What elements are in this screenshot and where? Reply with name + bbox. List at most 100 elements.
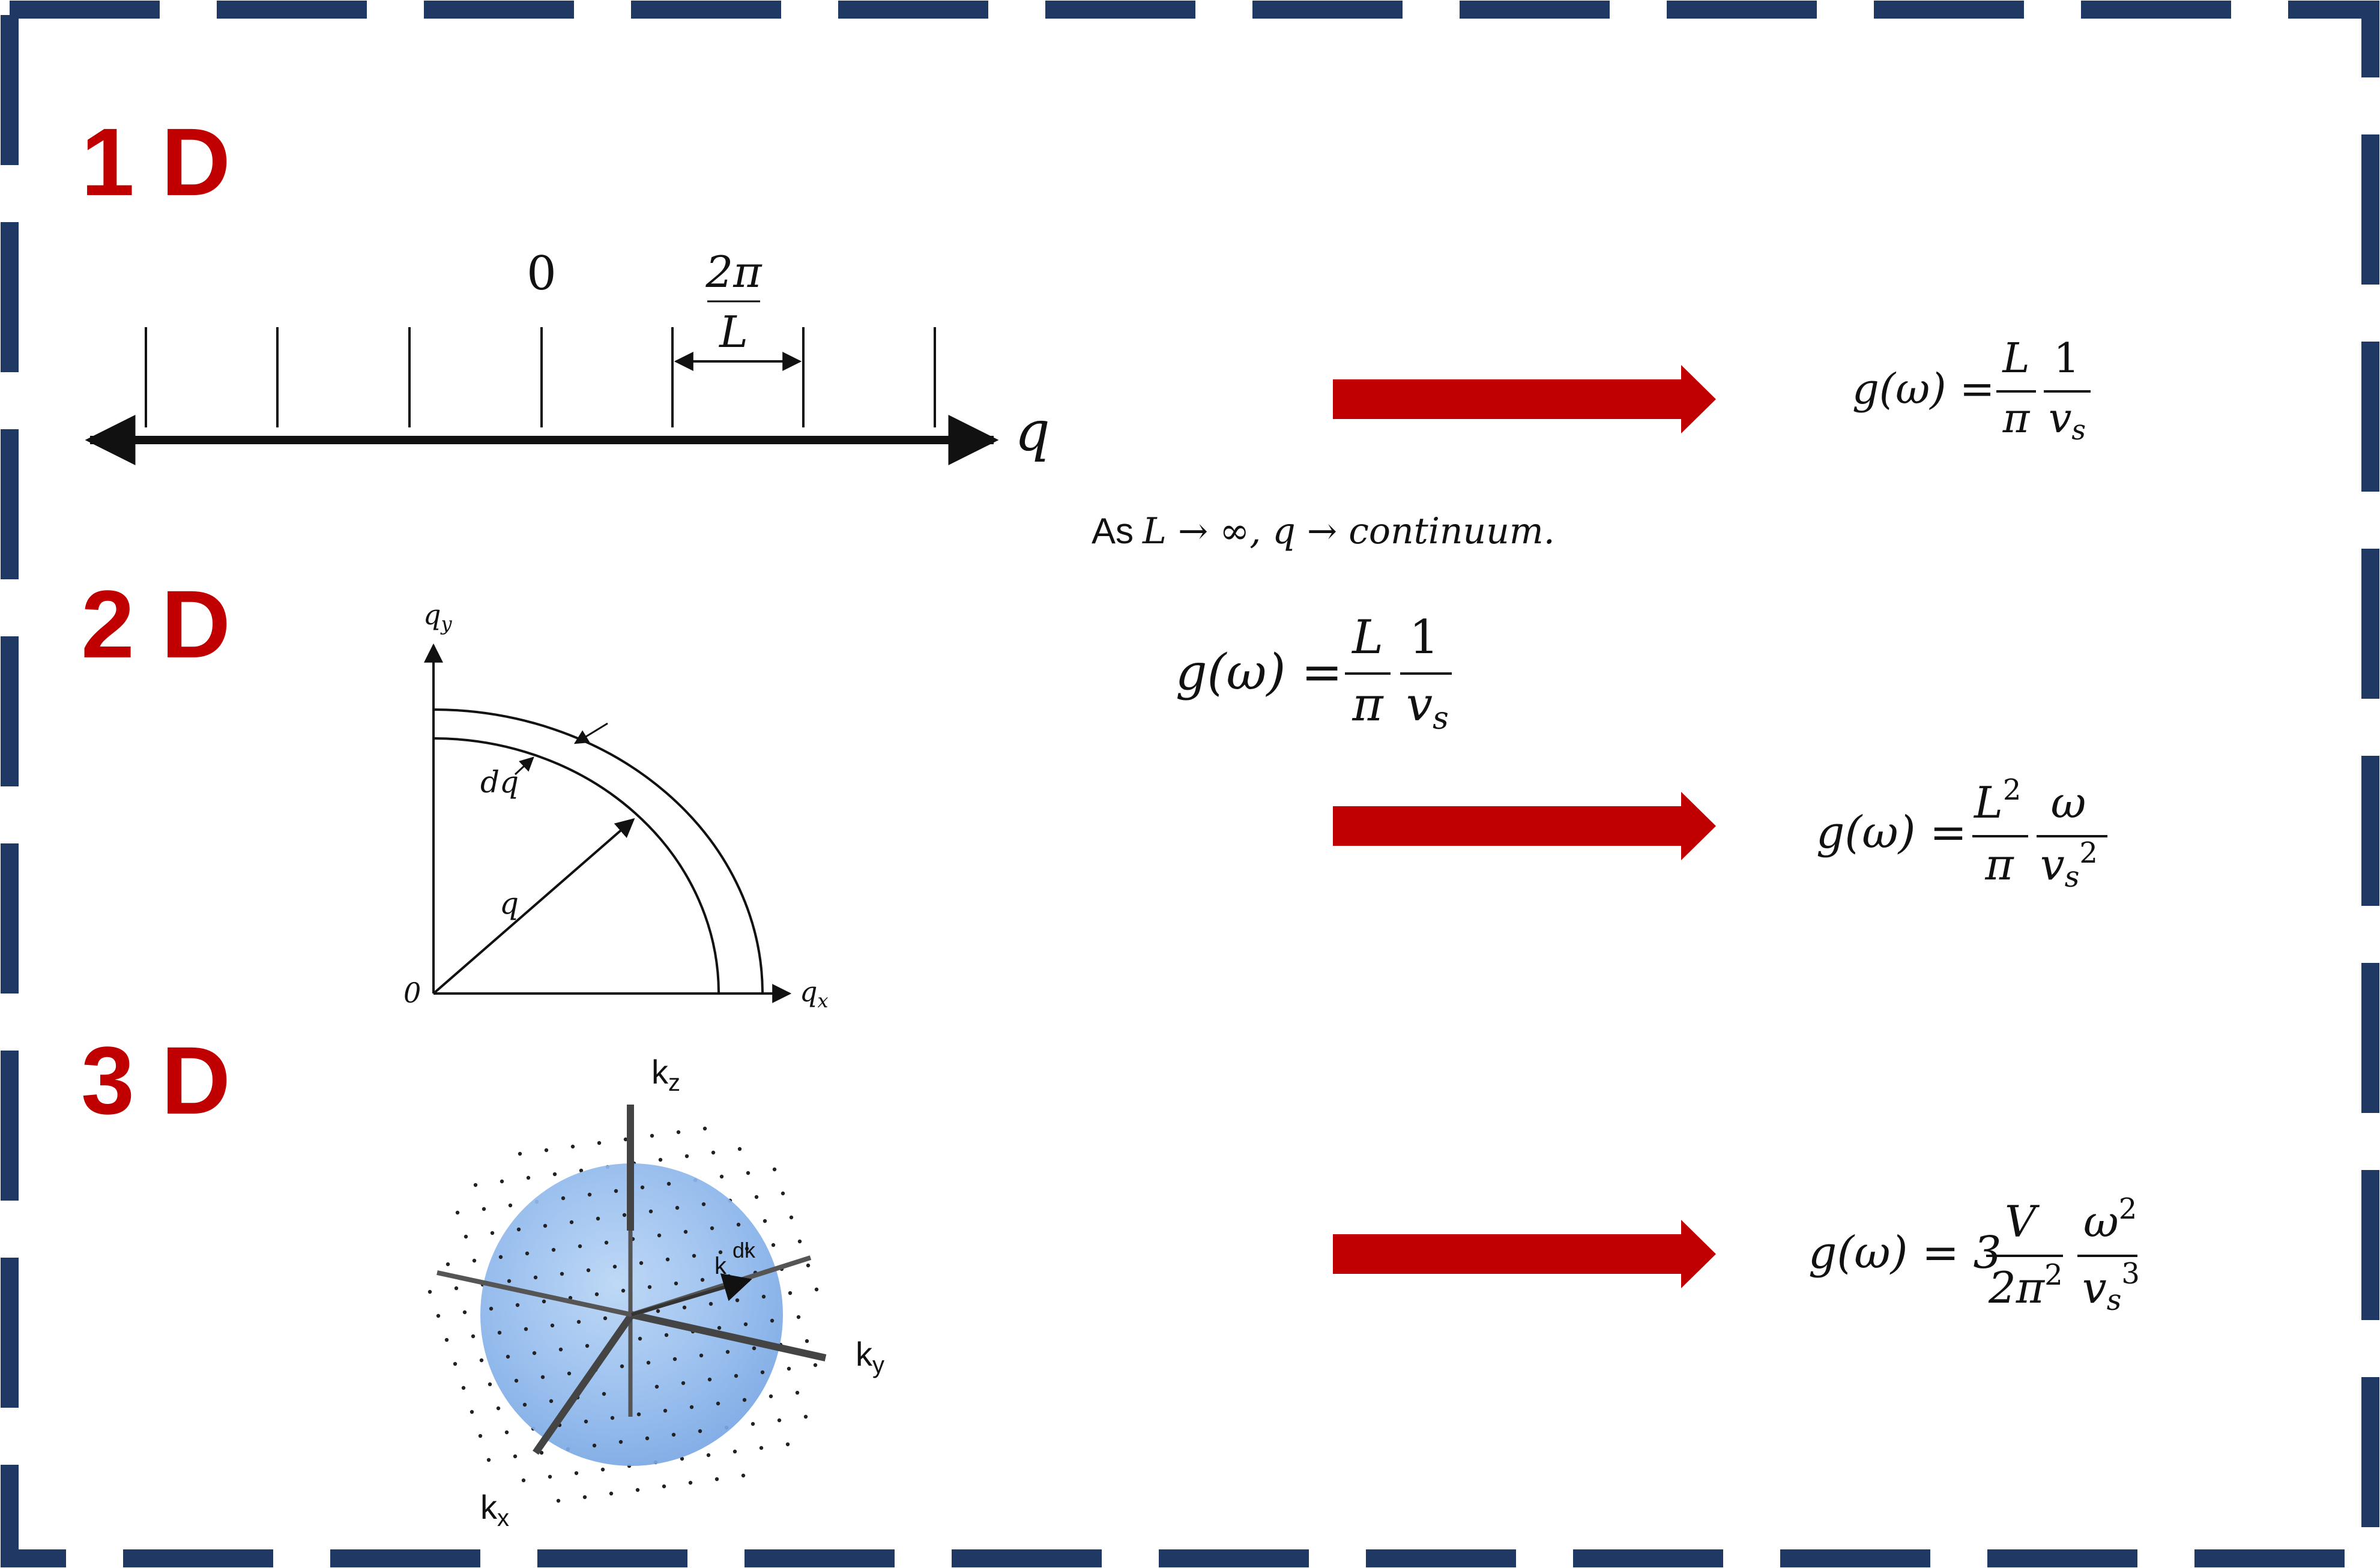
- lattice-point: [771, 1243, 776, 1247]
- lattice-point: [701, 1202, 706, 1207]
- lattice-point: [594, 1292, 599, 1297]
- lattice-point: [814, 1287, 819, 1292]
- lattice-point: [592, 1443, 597, 1448]
- frac2-denominator: vs2: [2040, 836, 2098, 894]
- lattice-point: [666, 1181, 671, 1186]
- kx-axis-back: [436, 1270, 632, 1317]
- frac2-numerator: ω2: [2083, 1192, 2137, 1247]
- lattice-point: [732, 1449, 737, 1454]
- lattice-point: [597, 1141, 602, 1145]
- lattice-point: [518, 1151, 522, 1156]
- lattice-point: [558, 1347, 563, 1352]
- frac1-numerator: V: [2005, 1196, 2040, 1247]
- frac1-denominator: π: [2002, 395, 2031, 442]
- lattice-point: [654, 1384, 659, 1389]
- formula-3d: g(ω) = 3 V 2π2 ω2 vs3: [1808, 1192, 2140, 1317]
- lattice-point: [676, 1130, 681, 1135]
- lattice-point: [621, 1288, 626, 1293]
- lattice-point: [478, 1434, 483, 1438]
- lattice-point: [647, 1285, 652, 1289]
- lattice-point: [444, 1337, 449, 1342]
- lattice-point: [736, 1222, 741, 1227]
- arrow-1d: [1333, 365, 1716, 433]
- lattice-point: [489, 1306, 494, 1311]
- lattice-point: [806, 1263, 811, 1268]
- lattice-point: [699, 1353, 704, 1358]
- lattice-point: [772, 1167, 777, 1172]
- lattice-point: [470, 1410, 474, 1414]
- lattice-point: [688, 1480, 693, 1485]
- diagram-1d: 0 2π L q: [85, 247, 1050, 465]
- ky-axis: [630, 1311, 827, 1361]
- kx-label: kx: [480, 1488, 509, 1531]
- lattice-point: [570, 1144, 575, 1149]
- lattice-point: [662, 1484, 666, 1489]
- lattice-point: [603, 1316, 608, 1321]
- lattice-point: [719, 1174, 724, 1179]
- spacing-denominator: L: [718, 307, 748, 357]
- diagram-3d: kz ky kx k dk: [427, 1053, 884, 1531]
- lattice-point: [795, 1390, 800, 1395]
- continuum-note: As L → ∞, q → continuum.: [1092, 510, 1555, 552]
- lattice-point: [488, 1382, 492, 1387]
- lattice-point: [472, 1258, 477, 1263]
- lattice-point: [706, 1453, 711, 1458]
- lattice-point: [445, 1262, 450, 1267]
- lattice-point: [639, 1261, 644, 1265]
- formula-lhs: g(ω) =: [1816, 807, 1967, 858]
- lattice-point: [490, 1231, 495, 1235]
- lattice-point: [714, 1477, 719, 1482]
- lattice-point: [636, 1412, 641, 1417]
- lattice-point: [682, 1305, 687, 1310]
- lattice-point: [544, 1148, 549, 1153]
- lattice-point: [751, 1422, 755, 1426]
- lattice-point: [543, 1223, 548, 1228]
- dk-label: dk: [732, 1238, 756, 1262]
- lattice-point: [664, 1333, 669, 1337]
- lattice-point: [742, 1398, 747, 1402]
- lattice-point: [646, 1360, 651, 1365]
- lattice-point: [587, 1192, 592, 1197]
- lattice-point: [464, 1234, 468, 1239]
- lattice-point: [540, 1375, 545, 1380]
- lattice-point: [743, 1322, 748, 1327]
- lattice-point: [803, 1414, 808, 1419]
- lattice-point: [708, 1301, 713, 1306]
- lattice-point: [684, 1154, 689, 1159]
- lattice-point: [717, 1325, 722, 1330]
- lattice-point: [479, 1358, 484, 1363]
- lattice-point: [453, 1361, 458, 1366]
- formula-2d: g(ω) = L2 π ω vs2: [1816, 773, 2107, 894]
- lattice-point: [716, 1401, 720, 1406]
- lattice-point: [500, 1179, 504, 1184]
- lattice-point: [496, 1406, 501, 1411]
- lattice-point: [548, 1474, 552, 1479]
- lattice-point: [752, 1346, 757, 1351]
- lattice-point: [718, 1250, 723, 1255]
- lattice-point: [614, 1189, 618, 1193]
- lattice-point: [612, 1264, 617, 1269]
- lattice-point: [586, 1268, 591, 1273]
- lattice-point: [462, 1310, 467, 1315]
- frac1-denominator: π: [1984, 839, 2014, 890]
- lattice-point: [698, 1429, 702, 1434]
- outer-circle-arc: [433, 708, 764, 994]
- formula-1d: g(ω) = L π 1 vs: [1852, 335, 2091, 446]
- lattice-point: [777, 1418, 782, 1423]
- kx-axis: [533, 1312, 635, 1455]
- lattice-point: [663, 1408, 668, 1413]
- lattice-point: [640, 1185, 645, 1190]
- lattice-point: [700, 1277, 705, 1282]
- k-vector: [631, 1273, 752, 1316]
- radius-vector: [432, 818, 635, 995]
- lattice-point: [533, 1275, 538, 1280]
- lattice-point: [650, 1133, 654, 1138]
- lattice-point: [769, 1394, 773, 1399]
- lattice-point: [549, 1399, 554, 1404]
- lattice-point: [665, 1257, 670, 1262]
- lattice-point: [524, 1327, 528, 1331]
- lattice-point: [787, 1366, 791, 1371]
- lattice-point: [692, 1253, 696, 1258]
